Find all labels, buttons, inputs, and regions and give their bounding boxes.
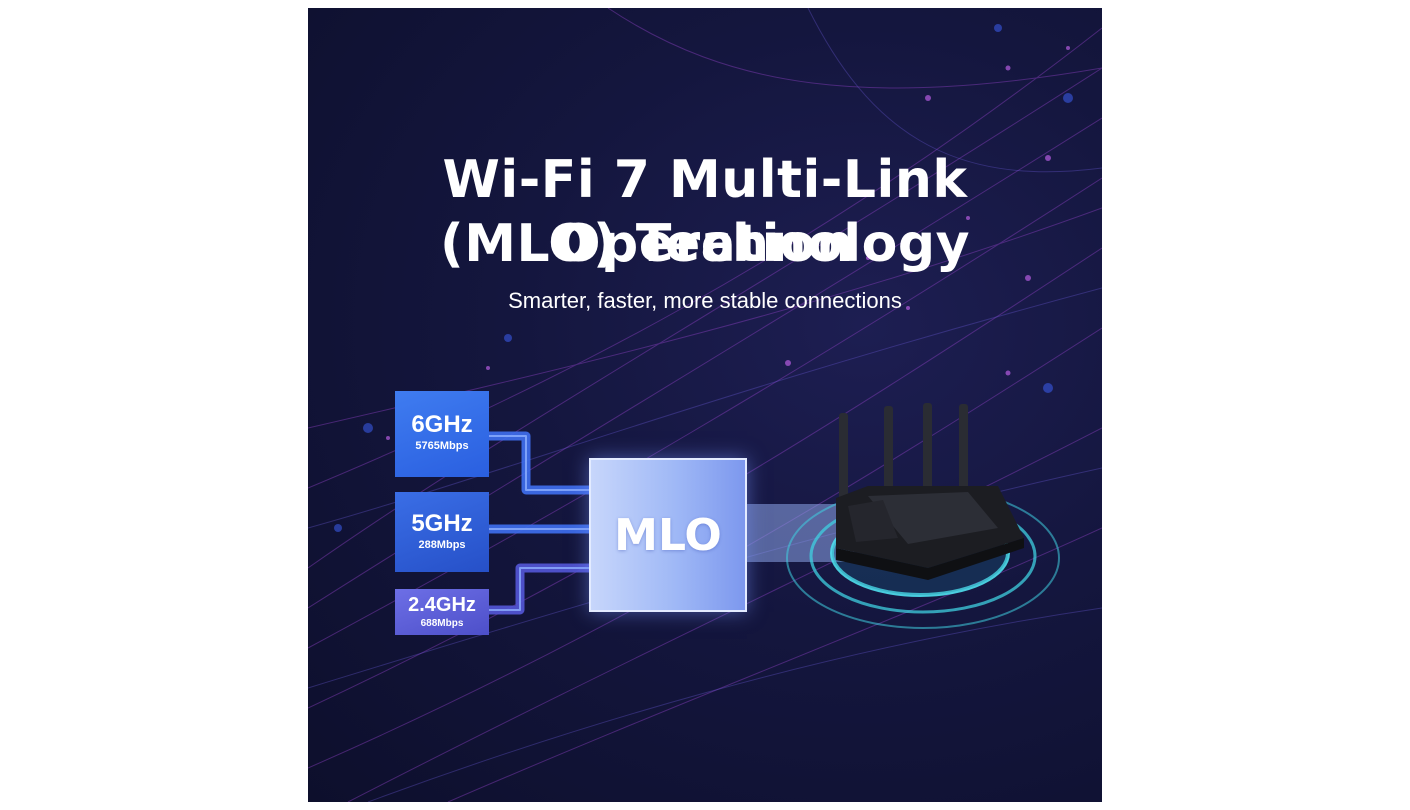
band-frequency: 5GHz <box>411 510 473 537</box>
band-rate: 688Mbps <box>420 618 464 629</box>
band-rate: 5765Mbps <box>415 440 469 452</box>
band-frequency: 6GHz <box>411 411 473 438</box>
mlo-banner: Wi-Fi 7 Multi-Link Operation (MLO) Techn… <box>308 8 1102 802</box>
mlo-chip: MLO <box>589 458 747 612</box>
band-2-4ghz-tile: 2.4GHz 688Mbps <box>395 589 489 635</box>
band-frequency: 2.4GHz <box>408 594 476 616</box>
band-5ghz-tile: 5GHz 288Mbps <box>395 492 489 572</box>
router-icon <box>836 403 1024 580</box>
mlo-label: MLO <box>614 509 722 561</box>
band-6ghz-tile: 6GHz 5765Mbps <box>395 391 489 477</box>
band-rate: 288Mbps <box>418 539 466 551</box>
main-title-line-1: Wi-Fi 7 Multi-Link Operation <box>442 150 968 274</box>
subtitle: Smarter, faster, more stable connections <box>508 288 902 313</box>
router-illustration <box>786 403 1060 629</box>
main-title-line-2: (MLO) Technology <box>440 214 970 274</box>
